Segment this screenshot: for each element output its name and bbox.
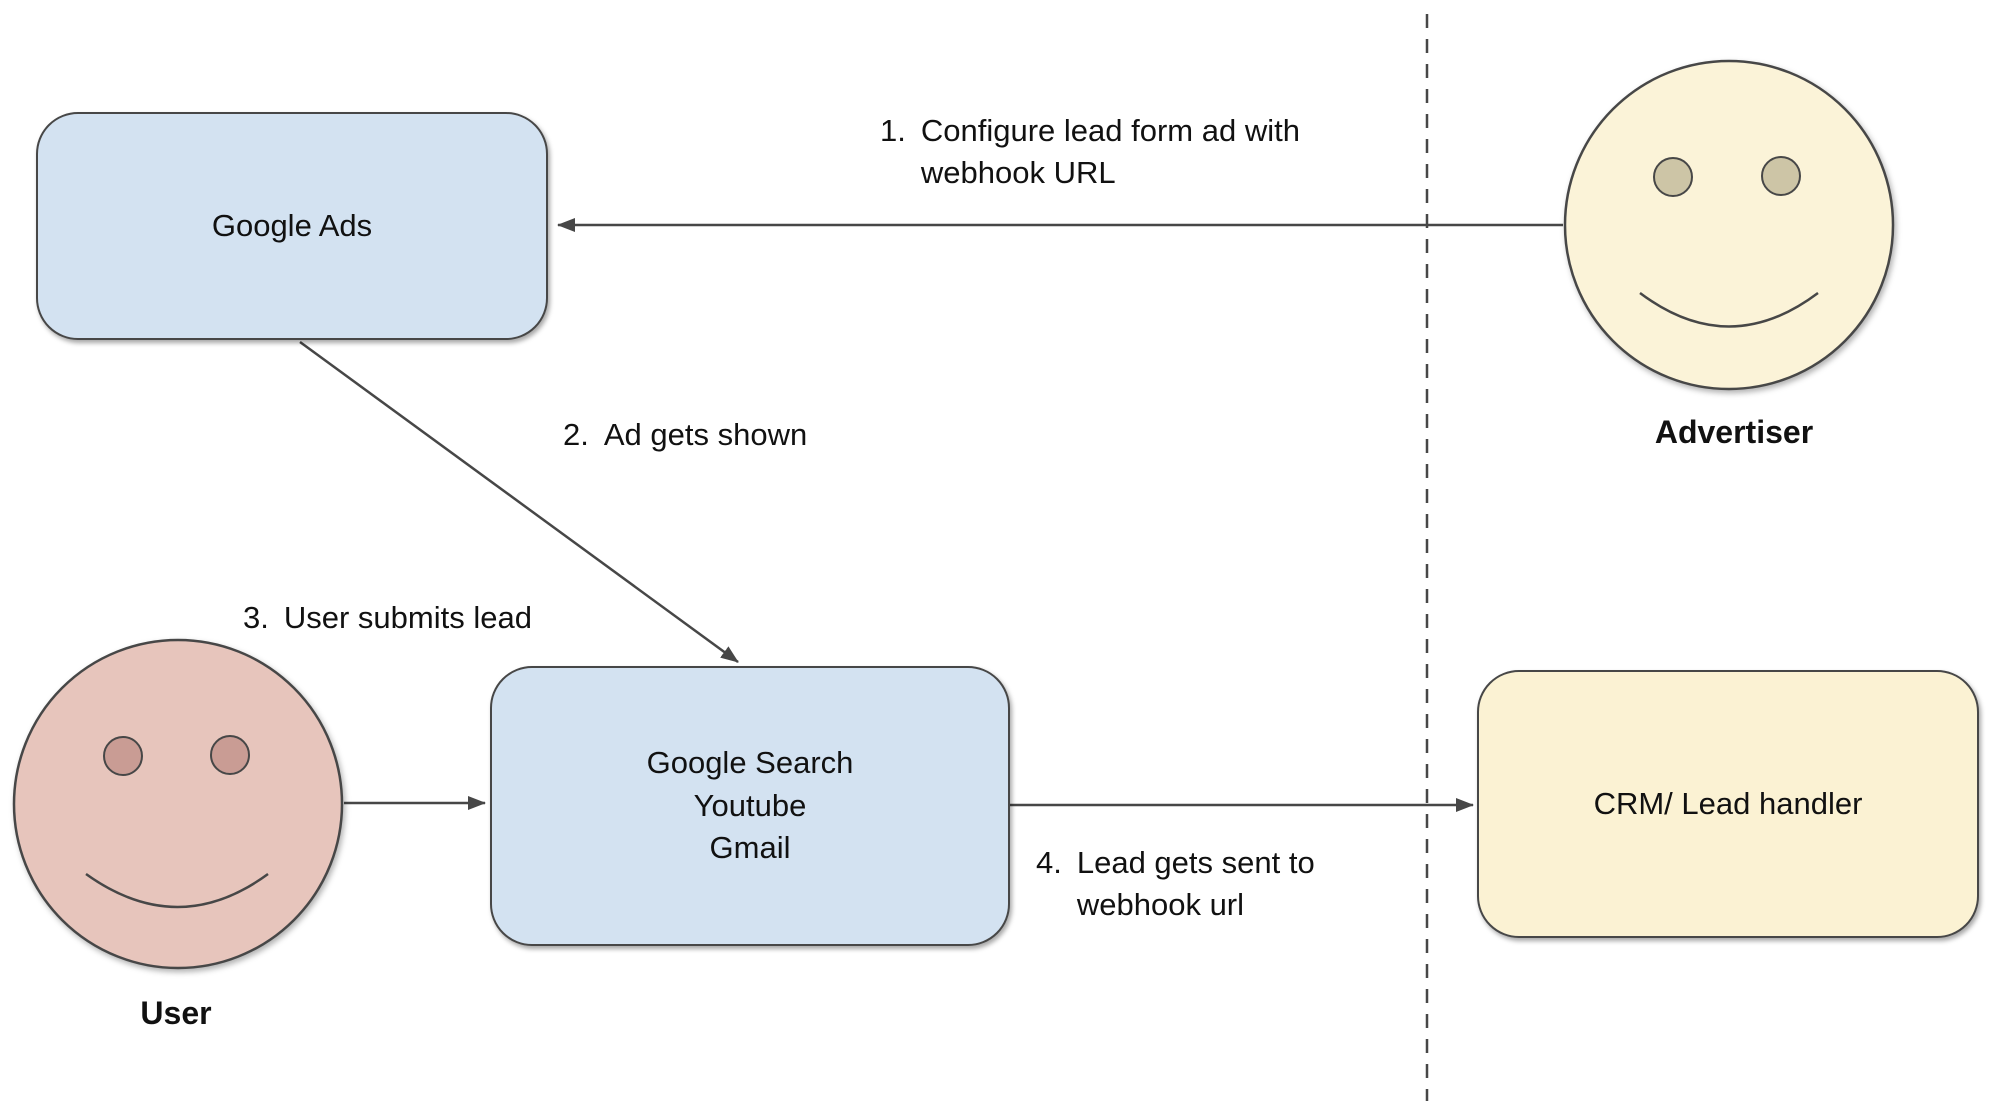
advertiser-right-eye	[1761, 156, 1801, 196]
user-right-eye	[210, 735, 250, 775]
step-1-label: 1. Configure lead form ad with webhook U…	[880, 110, 1300, 194]
advertiser-head	[1563, 59, 1895, 391]
step-number: 2.	[563, 417, 589, 452]
step-number: 1.	[880, 113, 906, 148]
user-face-icon	[12, 638, 344, 970]
step-text: Lead gets sent to webhook url	[1076, 845, 1315, 923]
node-google-properties: Google Search Youtube Gmail	[490, 666, 1010, 946]
step-text: Configure lead form ad with webhook URL	[920, 113, 1300, 191]
advertiser-left-eye	[1653, 157, 1693, 197]
step-number: 4.	[1036, 845, 1062, 880]
step-text: User submits lead	[283, 600, 532, 635]
step-3-label: 3. User submits lead	[243, 597, 532, 639]
crm-label: CRM/ Lead handler	[1593, 785, 1863, 821]
step-number: 3.	[243, 600, 269, 635]
google-properties-line: Youtube	[693, 787, 807, 823]
user-head	[12, 638, 344, 970]
step-text: Ad gets shown	[603, 417, 808, 452]
user-smile	[85, 872, 269, 909]
advertiser-caption: Advertiser	[1654, 414, 1814, 450]
user-caption: User	[140, 995, 212, 1031]
node-google-ads: Google Ads	[36, 112, 548, 340]
advertiser-face-icon	[1563, 59, 1895, 391]
user-left-eye	[103, 736, 143, 776]
step-4-label: 4. Lead gets sent to webhook url	[1036, 842, 1315, 926]
google-properties-line: Google Search	[646, 744, 854, 780]
node-crm-lead-handler: CRM/ Lead handler	[1477, 670, 1979, 938]
advertiser-smile	[1639, 292, 1819, 328]
google-properties-line: Gmail	[709, 830, 791, 866]
google-ads-label: Google Ads	[211, 207, 373, 243]
step-2-label: 2. Ad gets shown	[563, 414, 807, 456]
arrow-step2-ad-gets-shown	[299, 340, 739, 664]
